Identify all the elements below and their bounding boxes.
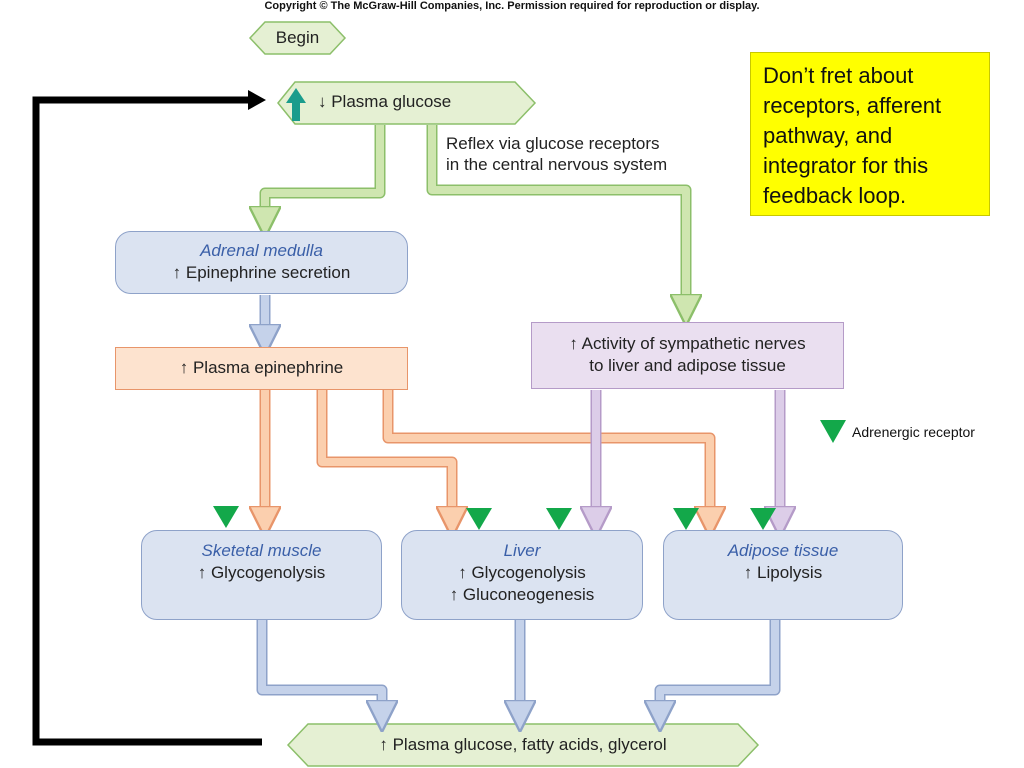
legend-receptor-icon [820, 420, 846, 443]
output-label: ↑ Plasma glucose, fatty acids, glycerol [379, 735, 667, 754]
plasma-glucose-label: ↓ Plasma glucose [318, 92, 452, 111]
skeletal-title: Sketetal muscle [201, 541, 322, 560]
callout-note: Don’t fret about receptors, afferent pat… [750, 52, 990, 216]
feedback-loop-line [32, 96, 262, 746]
purple-arrows [596, 390, 780, 522]
reflex-note: Reflex via glucose receptors in the cent… [446, 133, 667, 175]
skeletal-muscle-box: Sketetal muscle ↑ Glycogenolysis [141, 530, 382, 620]
sympathetic-line-1: ↑ Activity of sympathetic nerves [569, 334, 806, 353]
begin-hexagon [248, 21, 347, 55]
adrenergic-receptors [213, 420, 846, 530]
sympathetic-nerves-box: ↑ Activity of sympathetic nerves to live… [531, 322, 844, 389]
green-arrow-to-adrenal [259, 125, 386, 222]
teal-up-arrow-icon [286, 88, 306, 121]
plasma-glucose-hexagon [277, 81, 537, 125]
reflex-note-line-1: Reflex via glucose receptors [446, 134, 660, 153]
triangle-receptor-icon [750, 508, 776, 530]
triangle-receptor-icon [546, 508, 572, 530]
triangle-receptor-icon [673, 508, 699, 530]
legend-label: Adrenergic receptor [852, 424, 975, 440]
triangle-receptor-icon [213, 506, 239, 528]
copyright-notice: Copyright © The McGraw-Hill Companies, I… [264, 0, 760, 12]
feedback-arrowhead-icon [248, 90, 266, 110]
output-hexagon [286, 723, 760, 767]
liver-line-1: ↑ Glycogenolysis [458, 563, 586, 582]
adrenal-line: ↑ Epinephrine secretion [172, 263, 351, 282]
blue-arrows-to-output [256, 620, 781, 716]
orange-arrows [265, 390, 710, 522]
begin-label: Begin [275, 28, 320, 47]
adipose-line-1: ↑ Lipolysis [743, 563, 823, 582]
adrenal-medulla-box: Adrenal medulla ↑ Epinephrine secretion [115, 231, 408, 294]
triangle-receptor-icon [466, 508, 492, 530]
skeletal-line-1: ↑ Glycogenolysis [197, 563, 326, 582]
adrenal-title: Adrenal medulla [200, 241, 323, 260]
adipose-tissue-box: Adipose tissue ↑ Lipolysis [663, 530, 903, 620]
sympathetic-line-2: to liver and adipose tissue [589, 356, 786, 375]
liver-title: Liver [503, 541, 541, 560]
liver-line-2: ↑ Gluconeogenesis [449, 585, 595, 604]
reflex-note-line-2: in the central nervous system [446, 155, 668, 174]
adipose-title: Adipose tissue [727, 541, 839, 560]
plasma-epinephrine-box: ↑ Plasma epinephrine [115, 347, 408, 390]
liver-box: Liver ↑ Glycogenolysis ↑ Gluconeogenesis [401, 530, 643, 620]
